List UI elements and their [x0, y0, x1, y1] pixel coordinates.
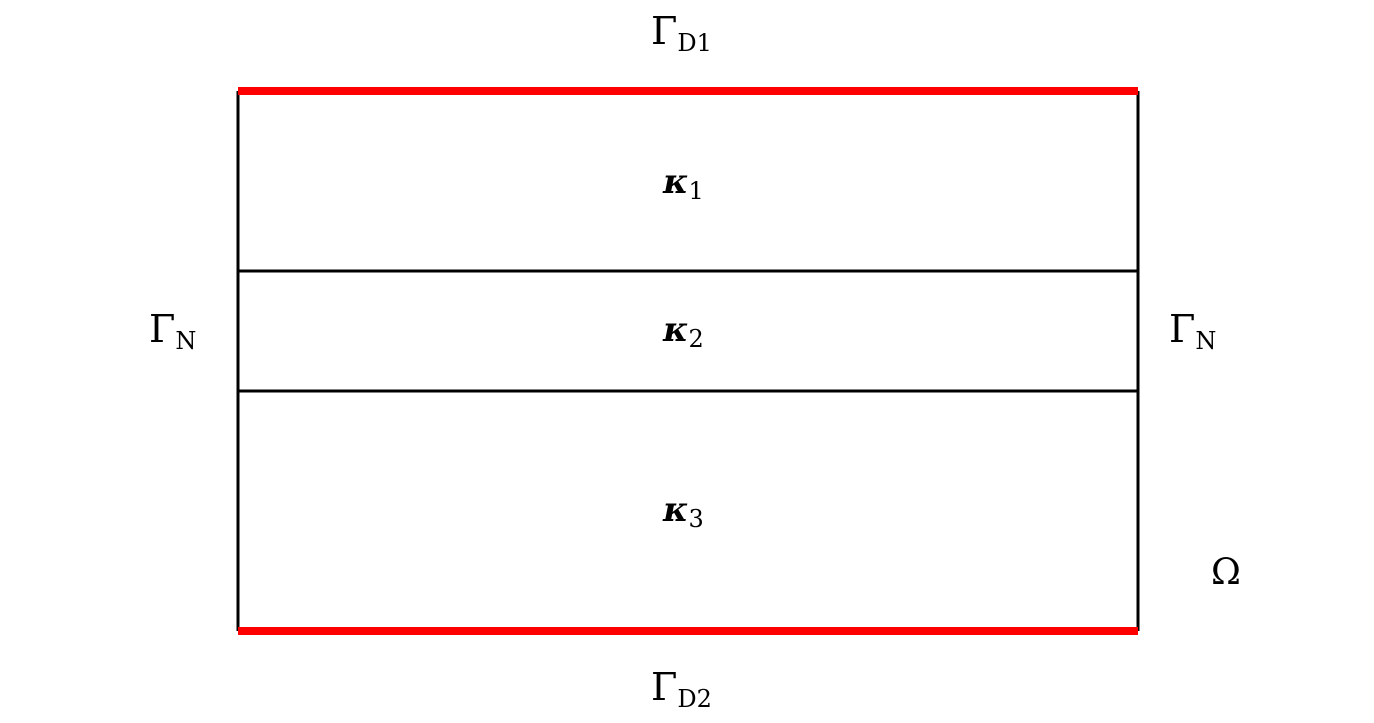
- top-boundary-subscript: D1: [677, 29, 712, 57]
- layer-2-symbol: κ: [662, 310, 688, 350]
- right-boundary-label: ΓN: [1169, 307, 1216, 355]
- layer-1-symbol: κ: [662, 162, 688, 202]
- left-boundary-subscript: N: [175, 327, 196, 355]
- layer-1-subscript: 1: [688, 177, 703, 205]
- layer-3-subscript: 3: [688, 505, 703, 533]
- right-boundary-subscript: N: [1195, 327, 1216, 355]
- top-boundary-label: ΓD1: [651, 9, 712, 57]
- layer-2-label: κ2: [662, 310, 704, 353]
- layer-3-symbol: κ: [662, 490, 688, 530]
- bottom-boundary-symbol: Γ: [651, 665, 677, 709]
- left-boundary-label: ΓN: [149, 307, 196, 355]
- bottom-boundary-subscript: D2: [677, 685, 712, 713]
- left-boundary-symbol: Γ: [149, 307, 175, 351]
- right-boundary-symbol: Γ: [1169, 307, 1195, 351]
- layer-2-subscript: 2: [688, 325, 703, 353]
- domain-label: Ω: [1211, 552, 1241, 593]
- top-boundary-symbol: Γ: [651, 9, 677, 53]
- layer-1-label: κ1: [662, 162, 704, 205]
- layer-3-label: κ3: [662, 490, 704, 533]
- bottom-boundary-label: ΓD2: [651, 665, 712, 713]
